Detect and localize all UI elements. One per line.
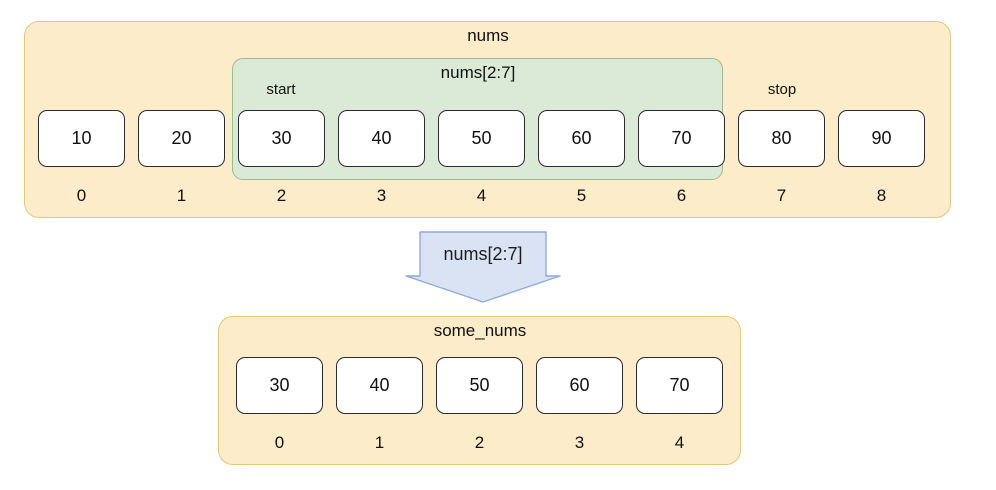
some-nums-cell-2[interactable]: 50 [436, 357, 523, 414]
nums-index-2: 2 [276, 186, 287, 205]
nums-cell-2[interactable]: 30 [238, 110, 325, 167]
nums-index-0: 0 [76, 186, 87, 205]
nums-index-6: 6 [676, 186, 687, 205]
nums-cell-8[interactable]: 90 [838, 110, 925, 167]
nums-index-8: 8 [876, 186, 887, 205]
nums-cell-6[interactable]: 70 [638, 110, 725, 167]
nums-container-title: nums [467, 26, 509, 45]
some-nums-cell-1[interactable]: 40 [336, 357, 423, 414]
some-nums-cell-4[interactable]: 70 [636, 357, 723, 414]
nums-index-4: 4 [476, 186, 487, 205]
some-nums-container-title: some_nums [433, 321, 527, 340]
down-arrow-icon [405, 231, 561, 303]
nums-cell-3[interactable]: 40 [338, 110, 425, 167]
nums-cell-0[interactable]: 10 [38, 110, 125, 167]
slice-arrow-label: nums[2:7] [443, 244, 523, 264]
some-nums-cell-3[interactable]: 60 [536, 357, 623, 414]
start-marker-label: start [266, 81, 296, 98]
nums-slice-title: nums[2:7] [440, 63, 516, 82]
nums-index-5: 5 [576, 186, 587, 205]
some-nums-index-2: 2 [474, 433, 485, 452]
nums-cell-1[interactable]: 20 [138, 110, 225, 167]
some-nums-index-3: 3 [574, 433, 585, 452]
nums-cell-7[interactable]: 80 [738, 110, 825, 167]
nums-index-1: 1 [176, 186, 187, 205]
some-nums-cell-0[interactable]: 30 [236, 357, 323, 414]
some-nums-index-4: 4 [674, 433, 685, 452]
nums-cell-4[interactable]: 50 [438, 110, 525, 167]
stop-marker-label: stop [767, 81, 797, 98]
nums-index-7: 7 [776, 186, 787, 205]
nums-index-3: 3 [376, 186, 387, 205]
slice-arrow [405, 231, 561, 303]
some-nums-index-1: 1 [374, 433, 385, 452]
some-nums-index-0: 0 [274, 433, 285, 452]
nums-cell-5[interactable]: 60 [538, 110, 625, 167]
